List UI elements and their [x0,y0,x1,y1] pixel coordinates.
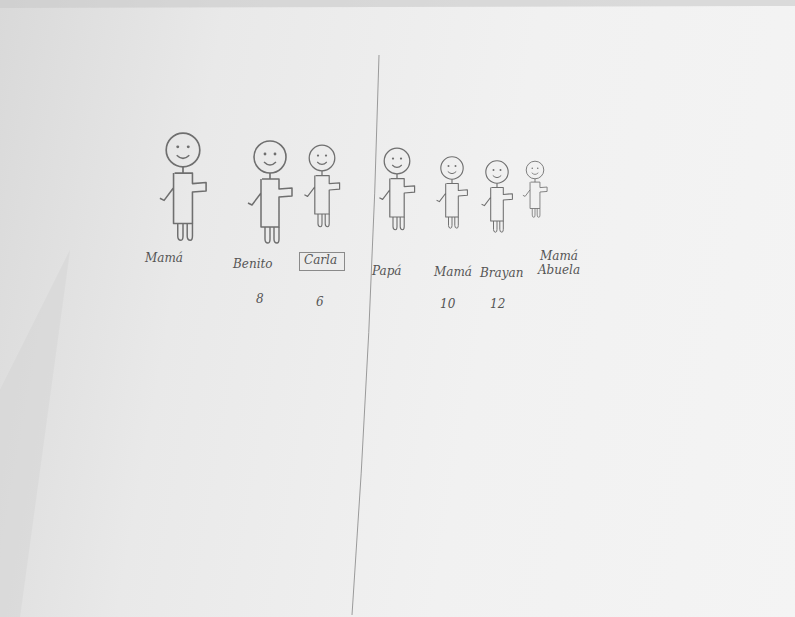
name-label: Papá [372,265,402,279]
name-label: Brayan [480,267,523,281]
name-label: Mamá [145,252,183,266]
name-label: Mamá Abuela [536,250,582,278]
age-number: 6 [316,296,324,310]
name-label: Mamá [434,266,472,280]
name-box: Carla [299,252,345,271]
age-number: 8 [256,293,264,307]
name-label: Benito [233,258,273,272]
age-number: 12 [490,298,505,312]
age-number: 10 [440,298,455,312]
name-label: Carla [304,254,340,268]
